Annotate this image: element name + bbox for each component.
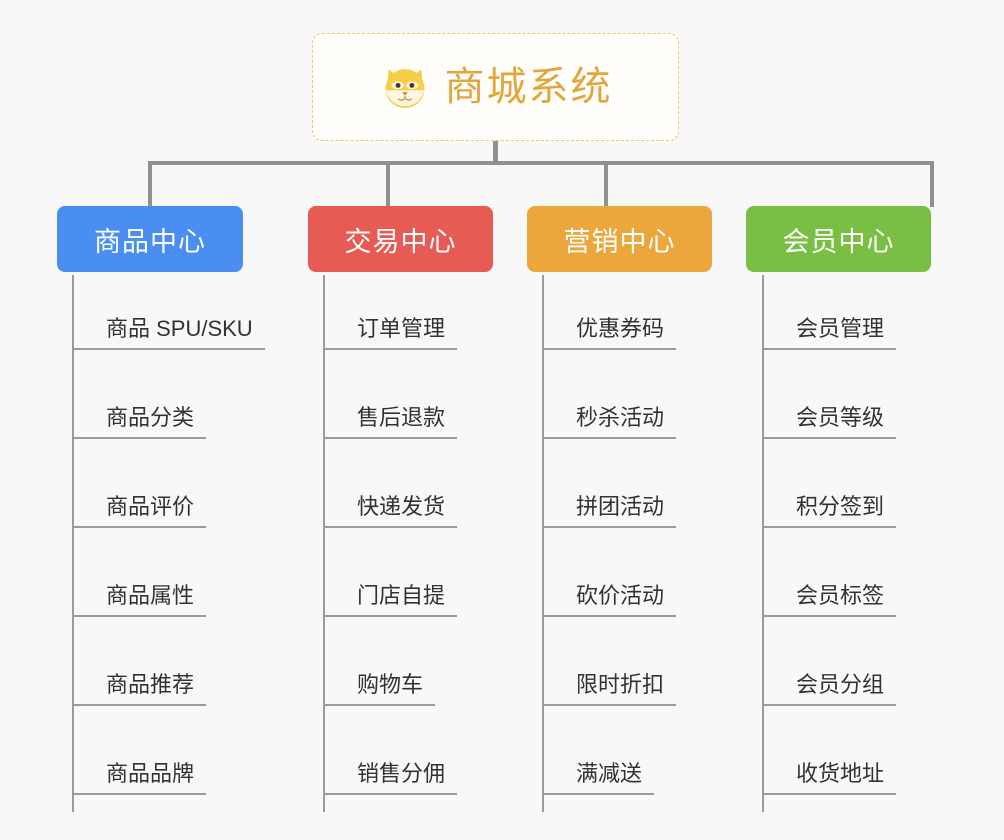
leaf-item-2-2[interactable]: 售后退款 (323, 405, 458, 439)
leaf-label: 商品分类 (106, 405, 195, 430)
leaf-label: 收货地址 (796, 761, 885, 786)
leaf-item-3-1[interactable]: 优惠券码 (542, 316, 677, 350)
column-spine-3 (542, 275, 544, 812)
leaf-label: 会员管理 (796, 316, 885, 341)
leaf-item-1-4[interactable]: 商品属性 (72, 583, 207, 617)
leaf-item-4-2[interactable]: 会员等级 (762, 405, 897, 439)
leaf-label: 积分签到 (796, 494, 885, 519)
leaf-label: 门店自提 (357, 583, 446, 608)
leaf-label: 订单管理 (357, 316, 446, 341)
category-label-3: 营销中心 (563, 226, 676, 257)
category-label-1: 商品中心 (94, 226, 206, 257)
leaf-item-2-5[interactable]: 购物车 (323, 672, 436, 706)
root-title: 商城系统 (444, 65, 613, 109)
column-spine-4 (762, 275, 764, 812)
connector-root-stem (493, 141, 498, 165)
connector-drop-4 (930, 161, 934, 207)
column-spine-1 (72, 275, 74, 812)
leaf-item-1-3[interactable]: 商品评价 (72, 494, 207, 528)
leaf-item-4-1[interactable]: 会员管理 (762, 316, 897, 350)
leaf-label: 会员标签 (796, 583, 885, 608)
connector-horizontal-bus (148, 161, 934, 165)
connector-drop-2 (386, 161, 390, 207)
category-box-1[interactable]: 商品中心 (57, 206, 243, 272)
connector-drop-1 (148, 161, 152, 207)
leaf-item-3-2[interactable]: 秒杀活动 (542, 405, 677, 439)
leaf-label: 商品属性 (106, 583, 195, 608)
leaf-label: 商品推荐 (106, 672, 195, 697)
category-label-4: 会员中心 (782, 226, 895, 257)
leaf-label: 拼团活动 (576, 494, 665, 519)
leaf-item-1-6[interactable]: 商品品牌 (72, 761, 207, 795)
column-spine-2 (323, 275, 325, 812)
leaf-item-4-3[interactable]: 积分签到 (762, 494, 897, 528)
category-box-3[interactable]: 营销中心 (527, 206, 712, 272)
leaf-item-4-6[interactable]: 收货地址 (762, 761, 897, 795)
leaf-item-1-2[interactable]: 商品分类 (72, 405, 207, 439)
root-node-mall-system[interactable]: 商城系统 (312, 33, 679, 141)
leaf-label: 商品 SPU/SKU (106, 316, 253, 341)
leaf-item-3-4[interactable]: 砍价活动 (542, 583, 677, 617)
leaf-item-3-5[interactable]: 限时折扣 (542, 672, 677, 706)
leaf-label: 优惠券码 (576, 316, 665, 341)
leaf-label: 砍价活动 (576, 583, 665, 608)
leaf-label: 商品品牌 (106, 761, 195, 786)
leaf-item-4-4[interactable]: 会员标签 (762, 583, 897, 617)
leaf-item-2-1[interactable]: 订单管理 (323, 316, 458, 350)
leaf-label: 购物车 (357, 672, 424, 697)
leaf-label: 会员等级 (796, 405, 885, 430)
leaf-item-2-4[interactable]: 门店自提 (323, 583, 458, 617)
leaf-item-1-5[interactable]: 商品推荐 (72, 672, 207, 706)
leaf-label: 秒杀活动 (576, 405, 665, 430)
leaf-item-1-1[interactable]: 商品 SPU/SKU (72, 318, 265, 350)
leaf-label: 满减送 (576, 761, 643, 786)
leaf-item-2-6[interactable]: 销售分佣 (323, 761, 458, 795)
leaf-item-3-3[interactable]: 拼团活动 (542, 494, 677, 528)
shiba-dog-icon (379, 61, 431, 113)
category-box-4[interactable]: 会员中心 (746, 206, 931, 272)
leaf-item-3-6[interactable]: 满减送 (542, 761, 655, 795)
leaf-label: 售后退款 (357, 405, 446, 430)
leaf-item-4-5[interactable]: 会员分组 (762, 672, 897, 706)
leaf-label: 销售分佣 (357, 761, 446, 786)
leaf-label: 快递发货 (357, 494, 446, 519)
leaf-label: 会员分组 (796, 672, 885, 697)
leaf-item-2-3[interactable]: 快递发货 (323, 494, 458, 528)
leaf-label: 商品评价 (106, 494, 195, 519)
category-label-2: 交易中心 (344, 226, 457, 257)
leaf-label: 限时折扣 (576, 672, 665, 697)
connector-drop-3 (604, 161, 608, 207)
category-box-2[interactable]: 交易中心 (308, 206, 493, 272)
